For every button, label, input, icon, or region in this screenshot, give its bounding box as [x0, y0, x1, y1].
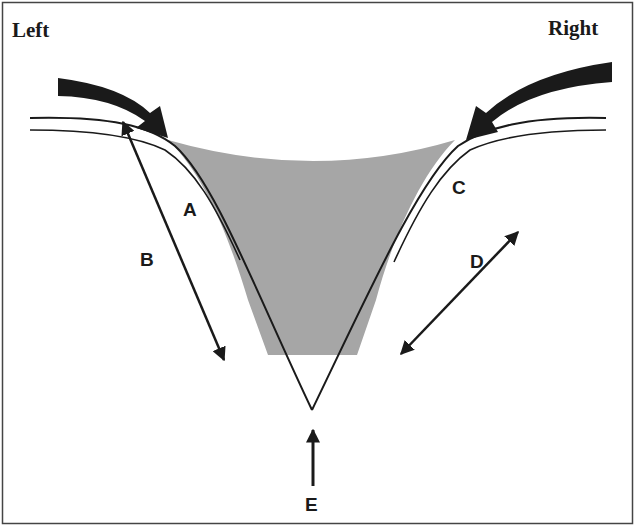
dimension-arrow-left — [123, 122, 224, 360]
frame — [3, 3, 633, 524]
side-label: Right — [548, 18, 598, 39]
dimension-arrow-right — [401, 232, 518, 354]
outer-line-left — [30, 118, 312, 410]
dimension-letter: B — [140, 250, 154, 269]
force-arrow-left — [58, 78, 168, 138]
dimension-letter: D — [470, 252, 484, 271]
region-letter: C — [452, 178, 466, 197]
pointer-letter: E — [305, 495, 318, 514]
outer-line-right — [312, 118, 606, 410]
inner-line-right — [394, 130, 606, 262]
gray-region — [168, 140, 455, 355]
pointer-arrow-bottom — [312, 430, 315, 486]
side-label: Left — [12, 20, 49, 41]
force-arrow-right — [466, 62, 612, 140]
region-letter: A — [183, 200, 197, 219]
